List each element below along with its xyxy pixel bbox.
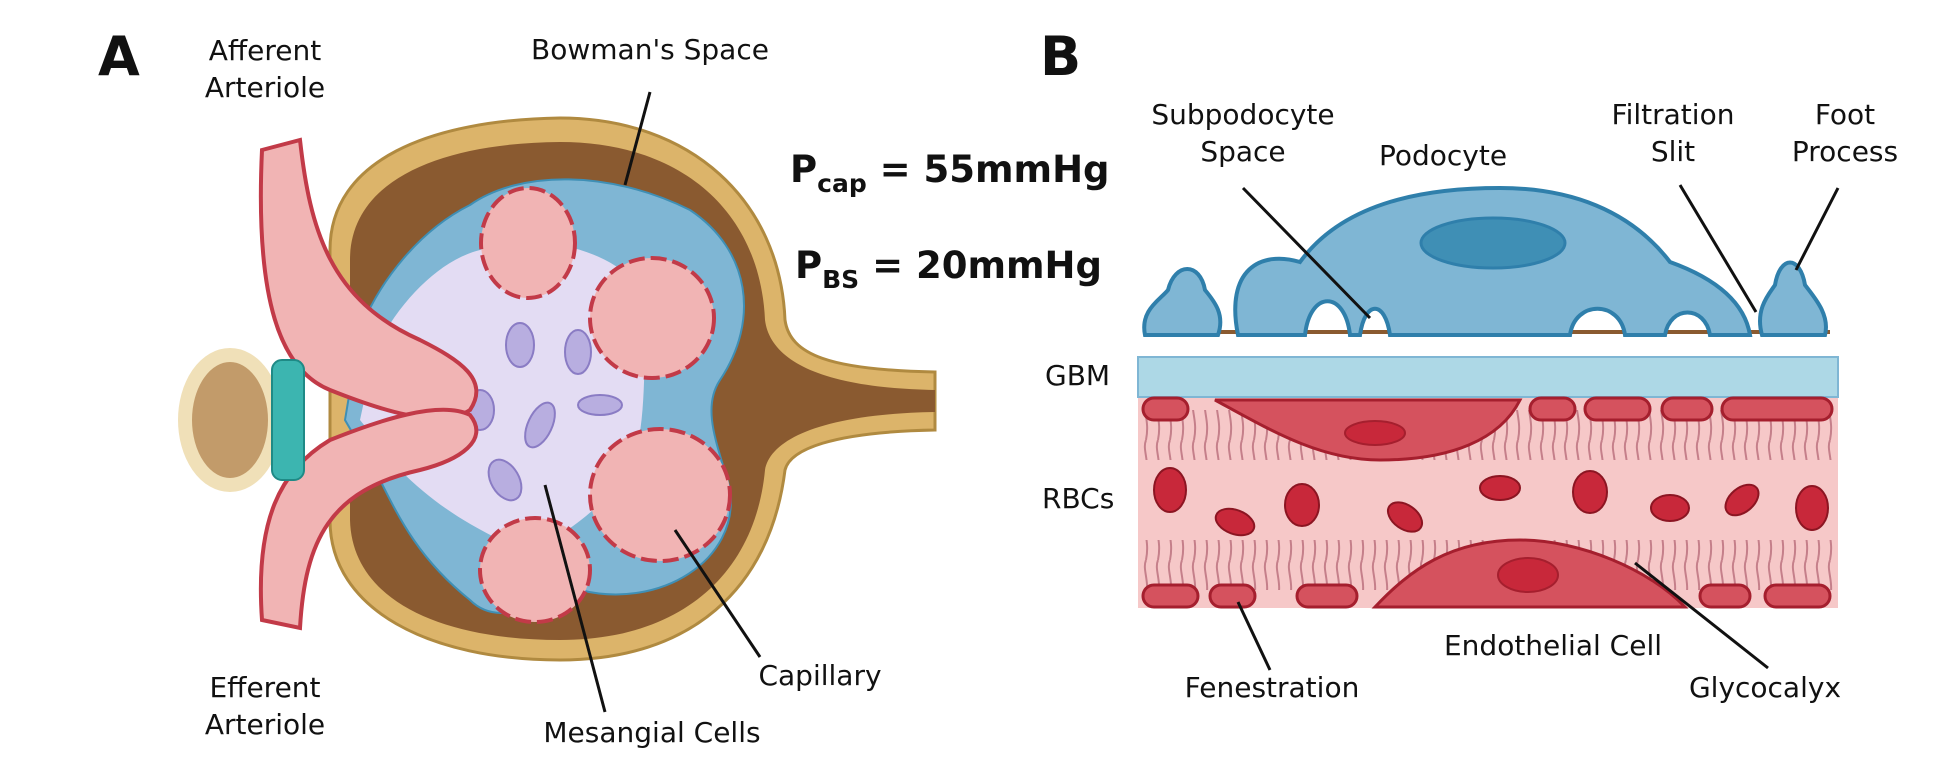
podocyte-label: Podocyte bbox=[1379, 139, 1507, 172]
subpodocyte-label-line1: Subpodocyte bbox=[1151, 98, 1334, 131]
capillary-loop bbox=[588, 427, 732, 563]
foot-process-label-line1: Foot bbox=[1815, 98, 1875, 131]
bowman-leader bbox=[623, 91, 652, 186]
foot-process-label-line2: Process bbox=[1792, 135, 1898, 168]
efferent-arteriole bbox=[258, 407, 479, 631]
glycocalyx-label: Glycocalyx bbox=[1689, 671, 1841, 704]
glycocalyx-leader bbox=[1634, 561, 1769, 670]
afferent-arteriole bbox=[258, 137, 479, 421]
efferent-label-line1: Efferent bbox=[209, 671, 320, 704]
panel-a-letter: A bbox=[98, 25, 140, 88]
gbm-label: GBM bbox=[1045, 359, 1110, 392]
gbm-layer bbox=[1137, 356, 1839, 398]
panel-b-letter: B bbox=[1040, 25, 1081, 88]
macula-densa bbox=[178, 348, 282, 492]
foot-process-left bbox=[1142, 267, 1223, 337]
endothelial-nucleus-bottom bbox=[1497, 557, 1559, 593]
podocyte-nucleus bbox=[1419, 216, 1567, 270]
mesangial-cells-label: Mesangial Cells bbox=[543, 716, 760, 749]
subpodocyte-leader bbox=[1241, 186, 1372, 320]
bowman-space-label: Bowman's Space bbox=[531, 33, 769, 66]
filtration-slit-leader bbox=[1678, 184, 1758, 313]
capillary-loop bbox=[478, 516, 592, 624]
granular-cells bbox=[271, 359, 305, 481]
panel-a: A bbox=[98, 25, 1110, 749]
filtration-slit-label-line1: Filtration bbox=[1612, 98, 1735, 131]
subpodocyte-label-line2: Space bbox=[1200, 135, 1285, 168]
pbs-label: PBS = 20mmHg bbox=[795, 244, 1102, 294]
panel-b: B bbox=[1040, 25, 1898, 704]
foot-process-leader bbox=[1794, 187, 1840, 271]
endothelial-cell-label: Endothelial Cell bbox=[1444, 629, 1662, 662]
efferent-label-line2: Arteriole bbox=[205, 708, 325, 741]
capillary-leader bbox=[673, 529, 762, 658]
fenestration-leader bbox=[1236, 601, 1272, 671]
capillary-loop bbox=[588, 256, 716, 380]
endothelial-nucleus-top bbox=[1344, 420, 1406, 446]
foot-process-right bbox=[1758, 260, 1828, 337]
afferent-label-line2: Arteriole bbox=[205, 71, 325, 104]
capillary-label: Capillary bbox=[758, 659, 881, 692]
fenestration-label: Fenestration bbox=[1185, 671, 1360, 704]
filtration-slit-label-line2: Slit bbox=[1651, 135, 1695, 168]
afferent-label-line1: Afferent bbox=[209, 34, 322, 67]
rbcs-label: RBCs bbox=[1042, 482, 1114, 515]
pcap-label: Pcap = 55mmHg bbox=[790, 148, 1110, 198]
mesangium bbox=[360, 242, 650, 546]
rbcs bbox=[1153, 467, 1829, 537]
capillary-loop bbox=[479, 186, 577, 300]
mesangial-leader bbox=[543, 484, 607, 713]
